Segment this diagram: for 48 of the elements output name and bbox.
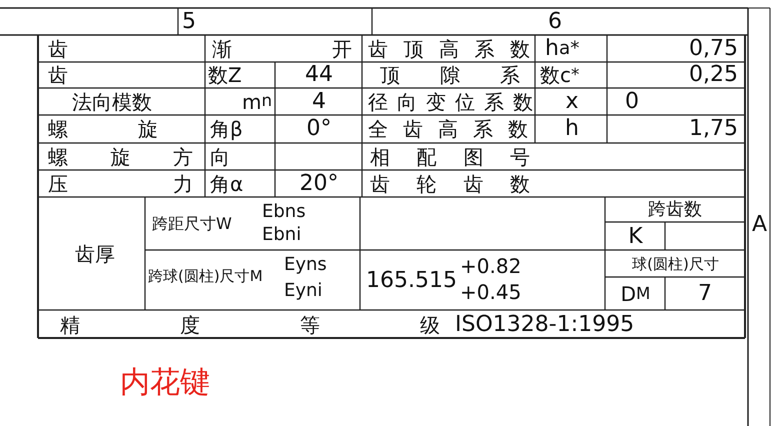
parameter-name: 精度等级	[60, 312, 440, 338]
parameter-name: 球(圆柱)尺寸	[631, 254, 720, 274]
parameter-name: 径向变位系数	[368, 88, 533, 115]
zone-number: 6	[548, 10, 563, 34]
parameter-name: 齿顶高系数	[368, 36, 530, 62]
parameter-symbol: x	[564, 88, 580, 115]
parameter-name: 螺旋	[48, 116, 158, 143]
parameter-name: 螺旋方	[48, 144, 193, 170]
parameter-symbol: 数c$^{*}$	[540, 62, 580, 88]
parameter-name: 齿轮齿数	[370, 170, 530, 197]
deviation-value: +0.82	[460, 253, 522, 279]
parameter-value: 0,75	[688, 36, 738, 62]
deviation-value: +0.45	[460, 279, 522, 305]
deviation-symbol: Ebns	[262, 200, 307, 224]
deviation-symbol: Eyns	[284, 253, 328, 277]
parameter-name: 相配图号	[370, 144, 530, 170]
parameter-name: 法向模数	[72, 88, 153, 115]
parameter-name: 顶隙系	[380, 62, 520, 88]
parameter-name: 跨齿数	[647, 198, 703, 222]
parameter-value: 0,25	[688, 62, 738, 88]
parameter-name: 跨距尺寸W	[152, 213, 233, 235]
parameter-value: 165.515	[366, 267, 456, 295]
parameter-name: 跨球(圆柱)尺寸M	[148, 266, 264, 286]
parameter-value: 1,75	[688, 115, 738, 143]
parameter-symbol: 角α	[210, 170, 244, 197]
parameter-value: 0	[625, 88, 640, 115]
parameter-value: 0°	[306, 115, 332, 143]
parameter-name: 齿	[48, 36, 69, 62]
parameter-name: 压力	[48, 170, 193, 197]
zone-number: 5	[182, 10, 197, 34]
zone-letter: A	[752, 211, 768, 239]
parameter-symbol: 数Z	[208, 62, 243, 88]
parameter-name: 全齿高系数	[368, 116, 528, 143]
parameter-value: 20°	[298, 170, 340, 197]
parameter-symbol: 角β	[210, 116, 244, 143]
caption: 内花键	[120, 364, 210, 402]
standard-reference: ISO1328-1:1995	[455, 311, 636, 338]
parameter-value: 4	[311, 88, 327, 115]
section-name: 齿厚	[74, 241, 116, 268]
parameter-name: 向	[210, 144, 231, 170]
parameter-name: 齿	[48, 62, 69, 88]
parameter-value: 44	[304, 62, 334, 88]
parameter-value: 渐开	[212, 36, 352, 62]
parameter-symbol: K	[627, 223, 644, 250]
deviation-symbol: Ebni	[262, 223, 302, 247]
parameter-symbol: h	[564, 115, 580, 143]
parameter-value: 7	[697, 280, 713, 308]
deviation-symbol: Eyni	[284, 279, 324, 303]
